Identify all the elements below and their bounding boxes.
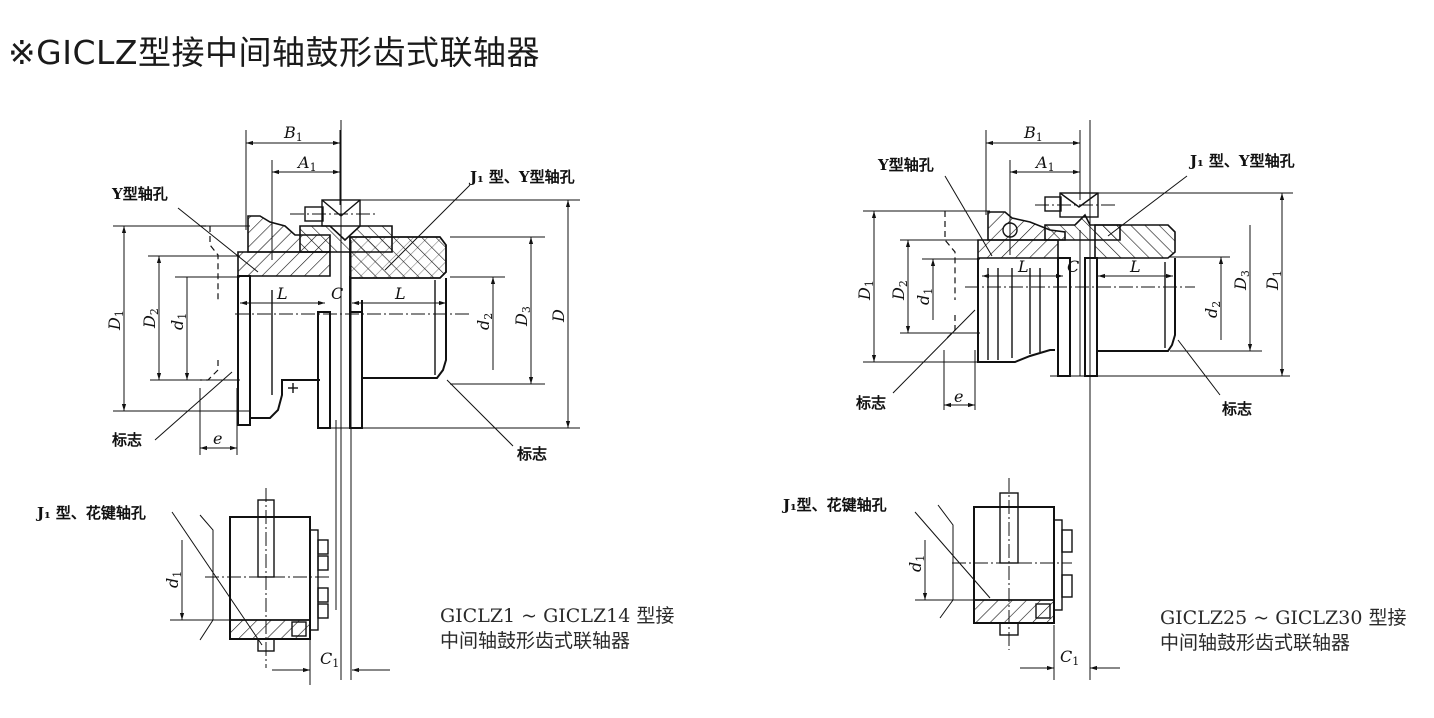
right-mark-label-left: 标志: [855, 394, 886, 412]
left-caption: GICLZ1 ~ GICLZ14 型接 中间轴鼓形齿式联轴器: [440, 604, 674, 654]
right-dim-a1: A1: [1034, 153, 1055, 174]
page-title: ※GICLZ型接中间轴鼓形齿式联轴器: [8, 33, 540, 72]
right-dim-c1: C1: [1060, 647, 1079, 668]
left-detail-view: [170, 420, 390, 685]
right-dim-d2-cap: D2: [889, 280, 910, 301]
left-dim-l-right: L: [394, 284, 406, 303]
right-dim-c: C: [1067, 257, 1079, 276]
left-caption-line1: GICLZ1 ~ GICLZ14 型接: [440, 605, 675, 627]
right-detail-dim-d1: d1: [906, 555, 927, 572]
right-dim-l-right: L: [1129, 257, 1141, 276]
right-dim-d1: d1: [914, 288, 935, 305]
left-dim-d1: d1: [168, 313, 189, 330]
left-dim-c: C: [331, 284, 343, 303]
left-j1-spline-label: J₁ 型、花键轴孔: [35, 504, 146, 522]
left-caption-line2: 中间轴鼓形齿式联轴器: [440, 630, 631, 652]
left-dim-d2: d2: [474, 313, 495, 330]
left-main-view: [113, 120, 580, 680]
left-dim-e: e: [213, 429, 222, 448]
right-dim-d1-right: D1: [1263, 270, 1284, 291]
left-dim-c1: C1: [320, 649, 339, 670]
right-detail-view: [914, 478, 1120, 680]
right-j1-spline-label: J₁型、花键轴孔: [781, 496, 887, 514]
right-caption-line1: GICLZ25 ~ GICLZ30 型接: [1160, 607, 1407, 629]
left-dim-d: D: [549, 309, 568, 323]
right-j1-y-bore-label: J₁ 型、Y型轴孔: [1188, 152, 1295, 170]
right-main-view: [863, 120, 1293, 680]
right-dim-e: e: [954, 387, 963, 406]
left-j1-y-bore-label: J₁ 型、Y型轴孔: [468, 168, 575, 186]
right-caption-line2: 中间轴鼓形齿式联轴器: [1160, 632, 1351, 654]
left-y-bore-label: Y型轴孔: [111, 185, 168, 203]
right-dim-d3: D3: [1231, 270, 1252, 291]
left-detail-dim-d1: d1: [163, 571, 184, 588]
right-dim-d1-left: D1: [855, 280, 876, 301]
left-dim-d2-cap: D2: [140, 308, 161, 329]
left-dim-l-left: L: [276, 284, 288, 303]
right-dim-b1: B1: [1023, 123, 1043, 144]
left-dim-b1: B1: [283, 123, 303, 144]
right-mark-label-right: 标志: [1221, 400, 1252, 418]
left-mark-label-right: 标志: [516, 445, 547, 463]
left-mark-label-left: 标志: [111, 431, 142, 449]
right-dim-d2: d2: [1202, 301, 1223, 318]
left-dim-a1: A1: [296, 153, 317, 174]
left-dim-d1-cap: D1: [105, 310, 126, 331]
left-dim-d3: D3: [512, 306, 533, 327]
right-y-bore-label: Y型轴孔: [877, 156, 934, 174]
right-caption: GICLZ25 ~ GICLZ30 型接 中间轴鼓形齿式联轴器: [1160, 606, 1406, 656]
right-dim-l-left: L: [1017, 257, 1029, 276]
